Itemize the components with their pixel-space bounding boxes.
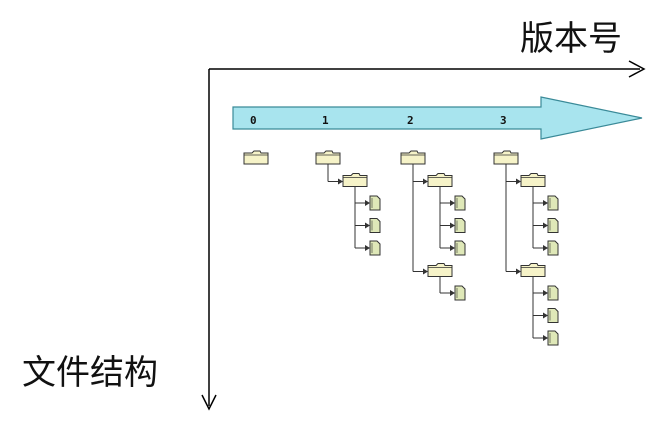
folder-icon: [427, 173, 453, 187]
tree-connector: [532, 186, 548, 251]
tree-connector: [327, 164, 343, 185]
y-axis-arrowhead: [201, 394, 217, 411]
folder-icon: [315, 150, 341, 165]
axes: [201, 60, 646, 411]
tree-connector: [532, 186, 548, 206]
tree-connector: [354, 186, 370, 206]
file-trees: [243, 150, 559, 346]
file-icon: [454, 285, 466, 301]
version-labels: 0 1 2 3: [250, 114, 507, 127]
file-icon: [547, 240, 559, 256]
file-icon: [454, 240, 466, 256]
file-icon: [547, 285, 559, 301]
folder-icon: [243, 150, 269, 165]
version-label: 1: [322, 114, 329, 127]
tree-connector: [532, 276, 548, 296]
folder-icon: [520, 173, 546, 187]
file-icon: [369, 240, 381, 256]
version-3-tree: [493, 150, 559, 346]
version-0-tree: [243, 150, 269, 165]
tree-connector: [354, 186, 370, 251]
y-axis-label: 文件结构: [22, 353, 158, 393]
tree-connector: [439, 186, 455, 251]
folder-icon: [427, 263, 453, 277]
file-icon: [547, 330, 559, 346]
file-icon: [369, 218, 381, 233]
x-axis-arrowhead: [628, 60, 646, 78]
x-axis-label: 版本号: [520, 19, 622, 59]
tree-connector: [505, 164, 521, 275]
tree-connector: [412, 164, 428, 185]
tree-connector: [439, 186, 455, 229]
tree-connector: [532, 276, 548, 319]
version-label: 2: [407, 114, 414, 127]
tree-connector: [532, 276, 548, 341]
folder-icon: [400, 150, 426, 165]
version-2-tree: [400, 150, 466, 301]
version-1-tree: [315, 150, 381, 256]
tree-connector: [354, 186, 370, 229]
file-icon: [547, 195, 559, 211]
folder-icon: [493, 150, 519, 165]
tree-connector: [505, 164, 521, 185]
version-label: 0: [250, 114, 257, 127]
tree-connector: [439, 186, 455, 206]
file-icon: [454, 218, 466, 233]
file-icon: [547, 218, 559, 233]
folder-icon: [520, 263, 546, 277]
version-label: 3: [500, 114, 507, 127]
file-icon: [454, 195, 466, 211]
tree-connector: [412, 164, 428, 275]
file-icon: [369, 195, 381, 211]
tree-connector: [532, 186, 548, 229]
tree-connector: [439, 276, 455, 296]
file-icon: [547, 308, 559, 323]
version-timeline-arrow: [232, 96, 643, 140]
folder-icon: [342, 173, 368, 187]
